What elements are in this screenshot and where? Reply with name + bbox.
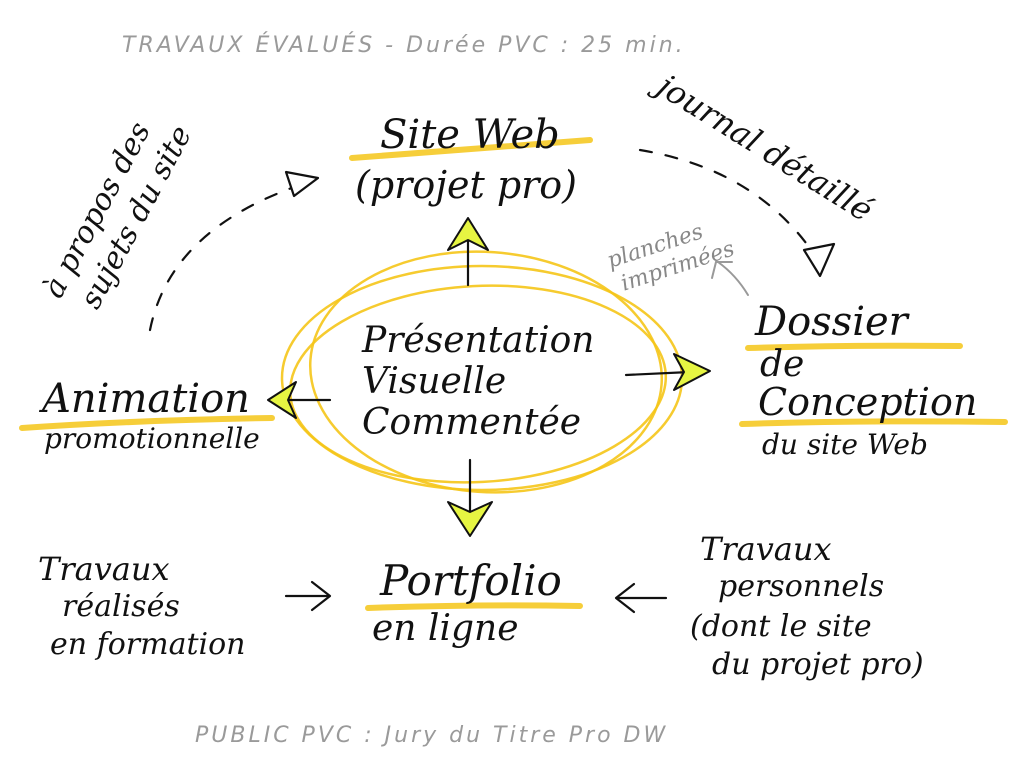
arrow-left — [267, 381, 332, 419]
node-site-web: Site Web (projet pro) — [349, 112, 593, 207]
dashed-arrow-animation-to-site — [148, 170, 320, 332]
center-line-2: Visuelle — [362, 361, 506, 402]
journal-text: journal détaillé — [646, 63, 880, 229]
note-a-propos: à propos des sujets du site — [36, 116, 199, 314]
arrow-right — [624, 353, 711, 391]
note-formation: Travaux réalisés en formation — [38, 550, 245, 662]
dossier-line-4: du site Web — [762, 428, 928, 461]
animation-subtitle: promotionnelle — [44, 422, 260, 455]
perso-line-4: du projet pro) — [712, 647, 924, 682]
animation-title: Animation — [38, 376, 250, 422]
node-dossier: Dossier de Conception du site Web — [739, 299, 1008, 461]
site-web-title: Site Web — [380, 112, 560, 158]
center-line-1: Présentation — [361, 320, 594, 361]
site-web-highlight — [349, 137, 593, 161]
perso-line-2: personnels — [718, 569, 884, 604]
portfolio-subtitle: en ligne — [372, 608, 519, 649]
dossier-line-3: Conception — [758, 380, 977, 424]
footer-caption: PUBLIC PVC : Jury du Titre Pro DW — [195, 723, 668, 748]
header-title: TRAVAUX ÉVALUÉS - Durée PVC : 25 min. — [122, 32, 686, 58]
perso-line-1: Travaux — [700, 530, 832, 568]
node-animation: Animation promotionnelle — [19, 376, 275, 455]
portfolio-title: Portfolio — [379, 556, 562, 605]
note-personnels: Travaux personnels (dont le site du proj… — [690, 530, 924, 682]
formation-line-1: Travaux — [38, 550, 170, 588]
dossier-line-2: de — [760, 344, 804, 385]
portfolio-highlight — [365, 602, 583, 611]
dossier-highlight-1 — [745, 342, 963, 351]
arrow-formation-to-portfolio — [284, 580, 332, 612]
arrow-up — [447, 217, 489, 287]
animation-highlight — [19, 415, 275, 431]
center-line-3: Commentée — [362, 402, 581, 443]
site-web-subtitle: (projet pro) — [355, 163, 577, 207]
formation-line-2: réalisés — [62, 589, 180, 624]
arrow-personnels-to-portfolio — [614, 582, 668, 614]
dossier-line-1: Dossier — [754, 299, 911, 345]
note-planches: planches imprimées — [604, 219, 737, 296]
node-portfolio: Portfolio en ligne — [365, 556, 583, 649]
grey-arrow-planches — [711, 261, 749, 296]
dashed-arrow-site-to-dossier — [638, 148, 836, 278]
arrow-down — [447, 458, 493, 537]
center-node: Présentation Visuelle Commentée — [361, 320, 594, 443]
formation-line-3: en formation — [50, 627, 245, 662]
note-journal: journal détaillé — [646, 63, 880, 229]
dossier-highlight-2 — [739, 418, 1008, 427]
perso-line-3: (dont le site — [690, 609, 872, 644]
